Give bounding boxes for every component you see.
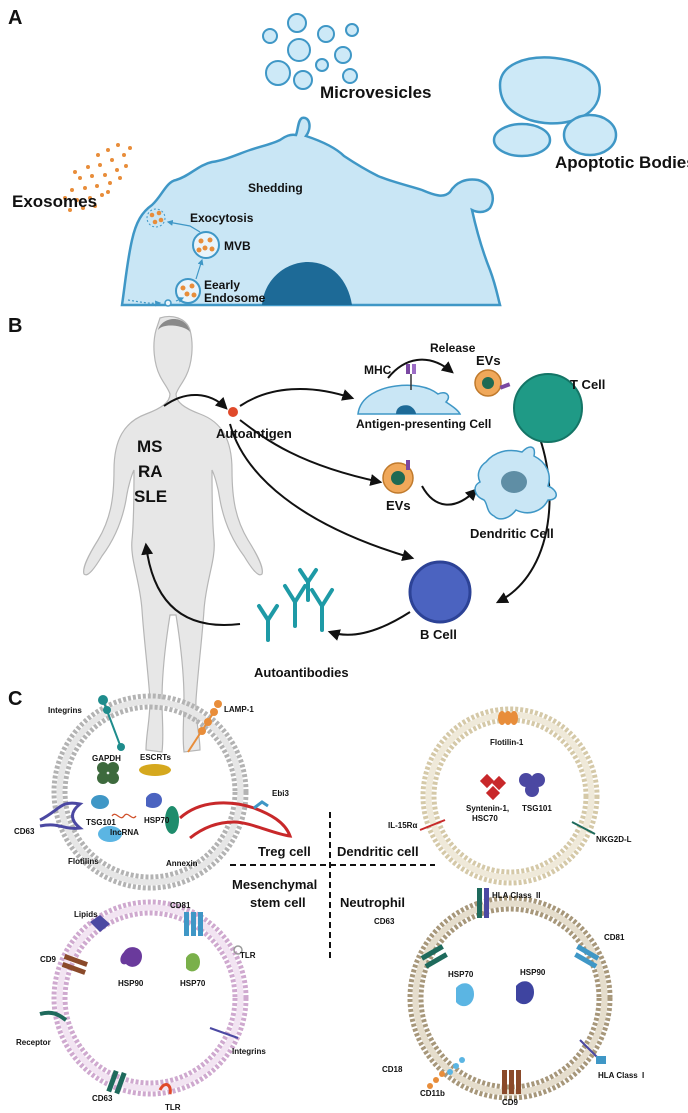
apoptotic-bodies-label: Apoptotic Bodies xyxy=(555,153,688,172)
exosomes-label: Exosomes xyxy=(12,192,97,211)
evs-mid-label: EVs xyxy=(386,498,411,513)
endosome-label: Endosome xyxy=(204,291,266,305)
b-cell xyxy=(408,560,472,624)
cell-nucleus xyxy=(262,262,352,305)
dendritic-nucleus xyxy=(501,471,527,493)
autoantigen-dot xyxy=(228,407,238,417)
dc-nkg2dl: NKG2D-L xyxy=(596,835,632,844)
msc-lipids: Lipids xyxy=(74,910,98,919)
apc-label: Antigen-presenting Cell xyxy=(356,417,491,431)
panel-a: A Microvesicles Apoptotic Bodies xyxy=(8,7,688,307)
cell-body xyxy=(120,116,502,307)
neutrophil-cd18: CD18 xyxy=(382,1065,403,1074)
exocytosis-label: Exocytosis xyxy=(190,211,254,225)
treg-tsg101: TSG101 xyxy=(86,818,116,827)
msc-cd9: CD9 xyxy=(40,955,57,964)
dc-vesicle: Flotilin-1 Syntenin-1, HSC70 TSG101 IL-1… xyxy=(388,706,632,886)
dc-tsg101: TSG101 xyxy=(522,804,552,813)
treg-cd63: CD63 xyxy=(14,827,35,836)
mvb-contents xyxy=(196,237,215,253)
msc-tlr-bottom: TLR xyxy=(165,1103,181,1112)
b-cell-label: B Cell xyxy=(420,627,457,642)
dc-hsc70: HSC70 xyxy=(472,814,498,823)
treg-cell-label: Treg cell xyxy=(258,844,311,859)
treg-lamp1: LAMP-1 xyxy=(224,705,254,714)
treg-integrins: Integrins xyxy=(48,706,82,715)
disease-ra: RA xyxy=(138,462,163,481)
neutrophil-hla-top: HLA Class xyxy=(492,891,532,900)
autoantibodies-icon xyxy=(257,568,334,642)
apc-nucleus xyxy=(396,405,416,414)
neutrophil-cd63: CD63 xyxy=(374,917,395,926)
panel-c: C Treg cell Dendritic cell Mesenchymal s… xyxy=(8,688,644,1112)
msc-hsp90: HSP90 xyxy=(118,979,144,988)
human-body-figure xyxy=(83,315,263,753)
treg-ebi3: Ebi3 xyxy=(272,789,289,798)
shedding-label: Shedding xyxy=(248,181,303,195)
early-label: Eearly xyxy=(204,278,240,292)
treg-annexin: Annexin xyxy=(166,859,198,868)
dendritic-cell-label: Dendritic Cell xyxy=(470,526,554,541)
msc-tlr-top: TLR xyxy=(240,951,256,960)
msc-label-line2: stem cell xyxy=(250,895,306,910)
panel-c-label: C xyxy=(8,688,22,710)
msc-cd81: CD81 xyxy=(170,901,191,910)
panel-b: B MS RA SLE Autoantigen xyxy=(8,315,605,753)
neutrophil-cd9: CD9 xyxy=(502,1098,519,1107)
treg-hsp70: HSP70 xyxy=(144,816,170,825)
treg-escrts: ESCRTs xyxy=(140,753,172,762)
disease-sle: SLE xyxy=(134,487,167,506)
neutrophil-label: Neutrophil xyxy=(340,895,405,910)
t-cell-label: T Cell xyxy=(570,377,605,392)
neutrophil-cd81: CD81 xyxy=(604,933,625,942)
neutrophil-hla-bottom: HLA Class xyxy=(598,1071,638,1080)
dc-il15ra: IL-15Rα xyxy=(388,821,417,830)
neutrophil-hsp90: HSP90 xyxy=(520,968,546,977)
dc-syntenin: Syntenin-1, xyxy=(466,804,509,813)
flow-arrows xyxy=(141,358,551,641)
neutrophil-hla-top-suffix: II xyxy=(536,891,540,900)
mvb-label: MVB xyxy=(224,239,251,253)
endosome-contents xyxy=(180,283,197,298)
disease-ms: MS xyxy=(137,437,163,456)
treg-lncrna: lncRNA xyxy=(110,828,139,837)
treg-gapdh: GAPDH xyxy=(92,754,121,763)
neutrophil-hsp70: HSP70 xyxy=(448,970,474,979)
ev-mid-core xyxy=(391,471,405,485)
dendritic-cell-type-label: Dendritic cell xyxy=(337,844,419,859)
msc-label-line1: Mesenchymal xyxy=(232,877,317,892)
t-cell xyxy=(513,373,583,443)
autoantigen-label: Autoantigen xyxy=(216,426,292,441)
mhc-icon xyxy=(406,364,416,390)
neutrophil-cd11b: CD11b xyxy=(420,1089,445,1098)
msc-receptor: Receptor xyxy=(16,1038,51,1047)
dc-flotilin1: Flotilin-1 xyxy=(490,738,524,747)
antigen-presenting-cell xyxy=(357,384,462,415)
mhc-label: MHC xyxy=(364,363,392,377)
treg-flotilins: Flotilins xyxy=(68,857,99,866)
msc-hsp70: HSP70 xyxy=(180,979,206,988)
mvb-vesicle xyxy=(192,231,220,259)
microvesicles-label: Microvesicles xyxy=(320,83,432,102)
release-label: Release xyxy=(430,341,476,355)
neutrophil-hla-bottom-suffix: I xyxy=(642,1071,644,1080)
panel-b-label: B xyxy=(8,315,22,337)
ev-top-core xyxy=(482,377,494,389)
autoantibodies-label: Autoantibodies xyxy=(254,665,349,680)
msc-cd63: CD63 xyxy=(92,1094,113,1103)
panel-a-label: A xyxy=(8,7,22,29)
apoptotic-bodies-group xyxy=(492,56,618,158)
microvesicles-group xyxy=(262,13,359,90)
neutrophil-vesicle: HLA Class II CD63 CD81 HSP70 HSP90 CD18 … xyxy=(374,888,644,1107)
msc-integrins: Integrins xyxy=(232,1047,266,1056)
msc-vesicle: Lipids CD81 CD9 TLR HSP90 HSP70 Receptor… xyxy=(16,899,266,1112)
evs-top-label: EVs xyxy=(476,353,501,368)
hair xyxy=(158,319,190,332)
exosomes-dots xyxy=(63,143,132,212)
treg-vesicle: Integrins LAMP-1 GAPDH ESCRTs CD63 TSG10… xyxy=(14,693,293,891)
